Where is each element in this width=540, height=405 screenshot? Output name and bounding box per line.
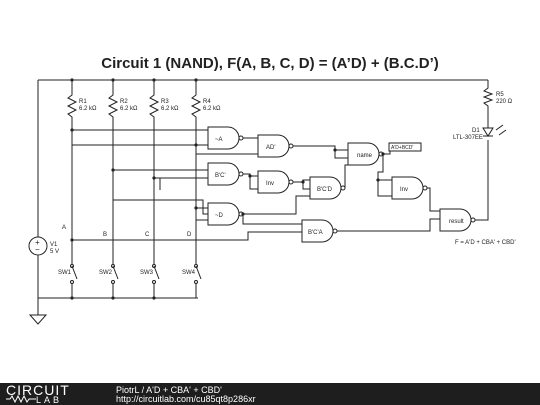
led-emission-arrows (495, 124, 507, 136)
input-label-d: D (187, 232, 192, 238)
gate-bca-label: B'C'A (308, 230, 323, 236)
resistor-r1-name: R1 (79, 99, 87, 105)
voltage-source-value: 5 V (50, 249, 59, 255)
gate-name-label: name (357, 153, 373, 159)
resistor-r2-name: R2 (120, 99, 128, 105)
resistor-r5-name: R5 (496, 92, 504, 98)
probe-label-box (388, 142, 422, 152)
gate-ad-label: AD' (266, 145, 275, 151)
switch-sw4-label: SW4 (182, 270, 196, 276)
gate-not-d-label: ~D (215, 213, 224, 219)
gate-result-label: result (449, 219, 464, 225)
resistor-r2-value: 6.2 kΩ (120, 106, 138, 112)
led-d1 (482, 127, 494, 137)
ground-symbol (28, 314, 48, 325)
voltage-source-plus-sign: + (35, 238, 40, 247)
gate-not-d (207, 202, 240, 226)
output-formula: F = A'D + CBA' + CBD' (455, 240, 516, 246)
input-label-c: C (145, 232, 150, 238)
logo-wave-icon (6, 395, 36, 403)
led-part: LTL-307EE (453, 135, 483, 141)
junction-dots (70, 78, 385, 300)
gate-inv-2-label: Inv (400, 187, 408, 193)
switch-sw2[interactable] (111, 264, 119, 299)
switch-sw1-label: SW1 (58, 270, 72, 276)
switch-sw3-label: SW3 (140, 270, 154, 276)
led-name: D1 (472, 128, 480, 134)
switch-sw2-label: SW2 (99, 270, 113, 276)
input-label-b: B (103, 232, 107, 238)
resistor-r3-value: 6.2 kΩ (161, 106, 179, 112)
input-label-a: A (62, 225, 66, 231)
gate-not-a-label: ~A (215, 137, 223, 143)
voltage-source-minus-sign: − (35, 245, 40, 254)
resistor-r4-name: R4 (203, 99, 211, 105)
footer-url-link[interactable]: http://circuitlab.com/cu85qt8p286xr (116, 394, 256, 404)
switch-sw3[interactable] (152, 264, 160, 299)
circuit-schematic: + − V1 5 V R1 6.2 kΩ R2 6.2 kΩ R3 6.2 kΩ… (28, 78, 516, 325)
gate-inv-1-label: Inv (266, 181, 274, 187)
probe-label-text: A'D+BCD' (391, 145, 413, 151)
gate-not-a (207, 126, 240, 150)
resistor-r1-value: 6.2 kΩ (79, 106, 97, 112)
gate-bc-label: B'C' (215, 173, 226, 179)
footer-circuit-title: PiotrL / A'D + CBA' + CBD' (116, 385, 222, 395)
voltage-source-name: V1 (50, 242, 58, 248)
footer-bar: CIRCUIT LAB PiotrL / A'D + CBA' + CBD' h… (0, 383, 540, 405)
switch-sw4[interactable] (194, 264, 202, 299)
gate-bcd-label: B'C'D (317, 187, 333, 193)
resistor-r3-name: R3 (161, 99, 169, 105)
switch-sw1[interactable] (70, 264, 78, 299)
logo-text-bottom: LAB (36, 395, 63, 405)
resistor-r5-value: 220 Ω (496, 99, 513, 105)
logo-text-top: CIRCUIT (6, 382, 70, 398)
resistor-r4-value: 6.2 kΩ (203, 106, 221, 112)
circuit-title: Circuit 1 (NAND), F(A, B, C, D) = (A’D) … (101, 55, 439, 72)
circuitlab-logo: CIRCUIT LAB (6, 382, 92, 405)
voltage-source-v1 (28, 236, 48, 256)
